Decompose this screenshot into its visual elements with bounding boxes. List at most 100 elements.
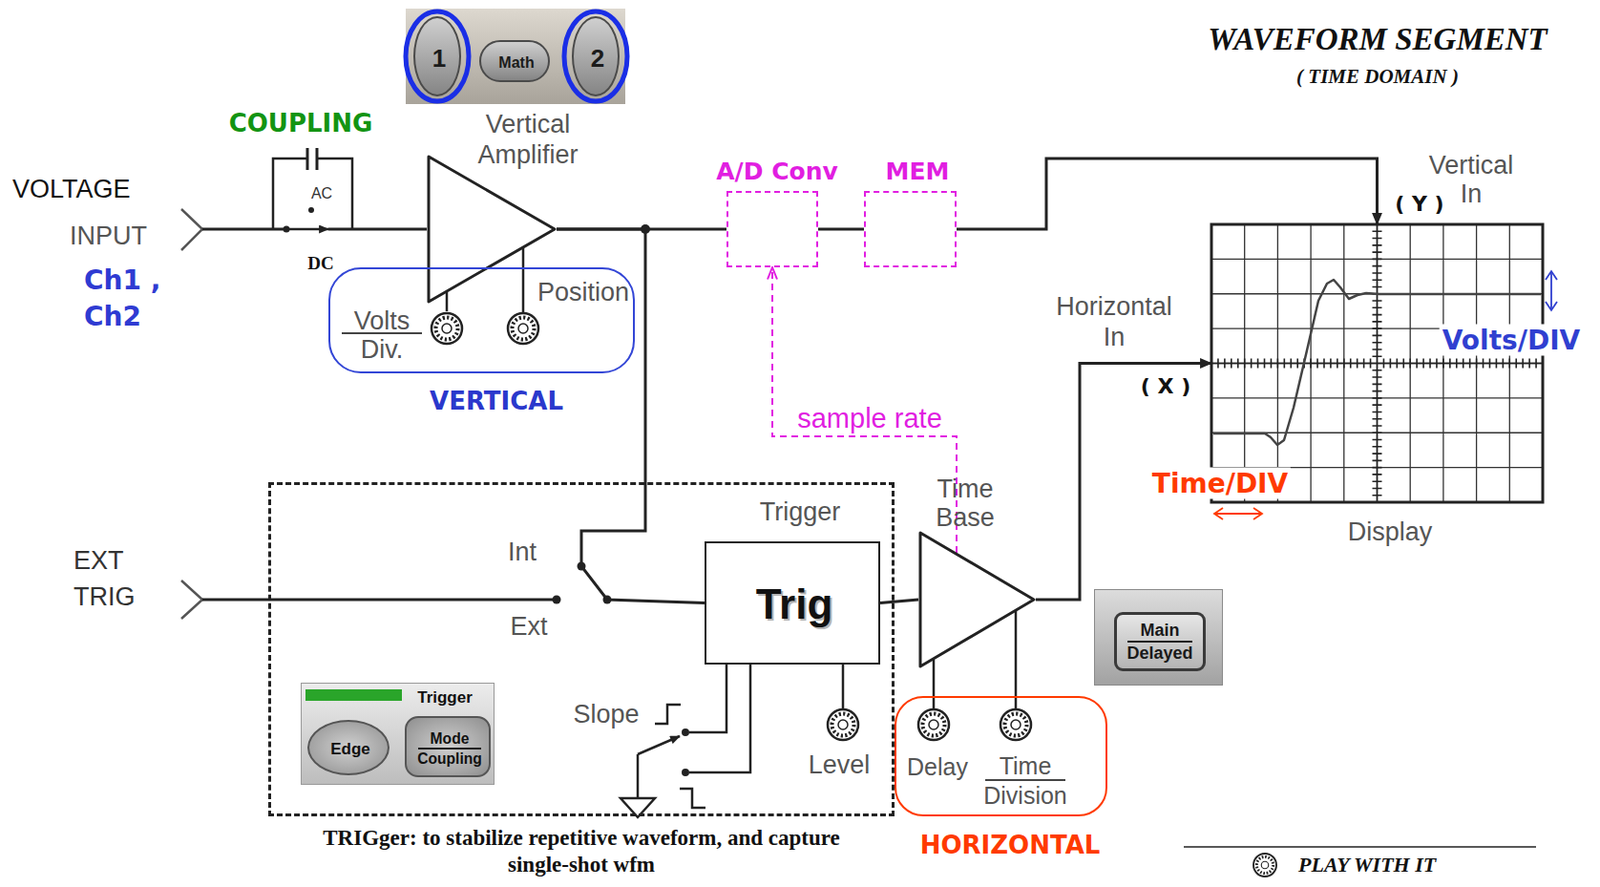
fraction-bar: [1127, 640, 1193, 643]
knob-symbol: [507, 313, 539, 344]
subtitle: ( TIME DOMAIN ): [1296, 64, 1459, 89]
horizontal-controls-box: DelayTime DivisionHORIZONTAL: [894, 695, 1108, 817]
signal-connector: [956, 158, 1378, 230]
switch-contact: [552, 595, 562, 605]
diagram-title: WAVEFORM SEGMENT: [1207, 21, 1547, 58]
switch-position: Int: [507, 537, 537, 568]
block-label: Trig: [756, 580, 834, 629]
slope-switch-arm: [637, 736, 680, 755]
channel-button: 1: [413, 16, 462, 97]
time-div-arrow: [1253, 507, 1263, 520]
volts-div-arrow: [1545, 271, 1558, 280]
block-heading: Time Base: [926, 474, 1004, 532]
switch-contact: [681, 728, 690, 737]
rising-edge-symbol: [654, 704, 681, 724]
block-heading: Trigger: [759, 497, 842, 527]
signal-name: VOLTAGE: [12, 174, 131, 205]
math-button: Math: [479, 40, 550, 83]
channel-label: Ch1 , Ch2: [84, 262, 180, 336]
coupling-switch-arm: [286, 228, 329, 232]
legend-knob-swatch: [1253, 853, 1277, 877]
knob-label: Position: [537, 277, 630, 308]
switch-position: DC: [307, 252, 334, 274]
main-delayed-photo: Main Delayed: [1094, 589, 1223, 686]
panel-heading: Trigger: [417, 688, 473, 708]
coupling-bypass-wire: [273, 158, 353, 230]
switch-position: AC: [311, 185, 333, 203]
highlight-ring: [405, 11, 469, 102]
timebase-triangle: Time Base: [918, 530, 1036, 669]
switch-contact: [308, 207, 315, 213]
block-heading: Vertical Amplifier: [468, 108, 589, 170]
button-label: 1: [432, 43, 446, 74]
group-heading: HORIZONTAL: [920, 830, 1101, 860]
button-label: 2: [590, 43, 605, 74]
knob-symbol: [827, 709, 859, 740]
trigger-region: TRIGger: to stabilize repetitive wavefor…: [268, 482, 895, 817]
knob-symbol: [431, 313, 463, 344]
display-screen: Display: [1211, 224, 1543, 503]
knob-wire: [842, 661, 845, 709]
triangle-outline: [426, 154, 557, 304]
signal-name: INPUT: [69, 221, 148, 252]
fraction-bar: [418, 747, 482, 750]
graticule-ticks: [1211, 224, 1543, 503]
highlight-ring: [564, 11, 628, 102]
input-connector-symbol: [181, 209, 203, 251]
signal-connector: [818, 228, 864, 232]
amplifier-triangle: Vertical Amplifier: [426, 154, 557, 304]
memory-box: MEM: [863, 190, 957, 268]
channel-button: 2: [571, 16, 620, 97]
mode-coupling-button: Mode Coupling: [404, 715, 491, 778]
axis-label: ( X ): [1140, 374, 1191, 399]
slope-wire: [689, 661, 751, 773]
knob-symbol: [918, 709, 949, 740]
capacitor-plates: [307, 147, 317, 170]
switch-contact: [283, 226, 291, 233]
knob-symbol: [1000, 709, 1032, 740]
signal-name: EXT TRIG: [73, 542, 150, 615]
knob-label: Delay: [906, 753, 969, 781]
switch-position: Ext: [509, 611, 548, 642]
time-div-arrow: [1214, 507, 1223, 520]
block-heading: Display: [1347, 517, 1433, 548]
trigger-panel-photo: TriggerEdge Mode Coupling: [300, 682, 495, 785]
ground-wire: [636, 754, 640, 799]
legend-rule: [1183, 845, 1537, 848]
volts-div-arrow: [1545, 301, 1558, 311]
signal-connector: [880, 599, 919, 604]
triangle-shape: [428, 156, 555, 302]
triangle-shape: [920, 532, 1034, 667]
block-heading: A/D Conv: [715, 157, 839, 186]
vertical-controls-box: PositionVolts Div.VERTICAL: [328, 267, 635, 374]
block-heading: MEM: [885, 157, 950, 186]
region-note: TRIGger: to stabilize repetitive wavefor…: [294, 824, 868, 879]
ext-trigger-wire: [202, 598, 557, 602]
adc-box: A/D Conv: [726, 190, 819, 268]
time-div-arrow: [1215, 512, 1262, 515]
axis-label: ( Y ): [1394, 191, 1444, 216]
screen-border: [1211, 224, 1543, 503]
knob-label: Volts Div.: [343, 306, 421, 364]
button-panel-photo: [405, 8, 626, 105]
waveform-trace: [1213, 279, 1541, 445]
triangle-outline: [918, 530, 1036, 669]
trigger-box: TriggerTrig: [704, 541, 881, 665]
signal-wire: [328, 228, 427, 232]
control-label: Level: [808, 750, 871, 780]
section-label: COUPLING: [229, 108, 374, 138]
scale-label: Volts/DIV: [1439, 324, 1584, 357]
legend-text: PLAY WITH IT: [1298, 852, 1436, 878]
screen-ground: [1211, 224, 1543, 503]
knob-label: Time Division: [977, 751, 1074, 811]
switch-contact: [681, 768, 690, 777]
display-grid: [1211, 224, 1543, 503]
volts-div-arrow: [1550, 272, 1553, 310]
scale-label: Time/DIV: [1149, 467, 1291, 500]
control-label: Slope: [572, 699, 639, 730]
input-label: Horizontal In: [1052, 291, 1177, 353]
edge-button: Edge: [307, 719, 390, 776]
grid-lines: [1211, 224, 1543, 503]
button-label: Mode Coupling: [409, 728, 490, 769]
